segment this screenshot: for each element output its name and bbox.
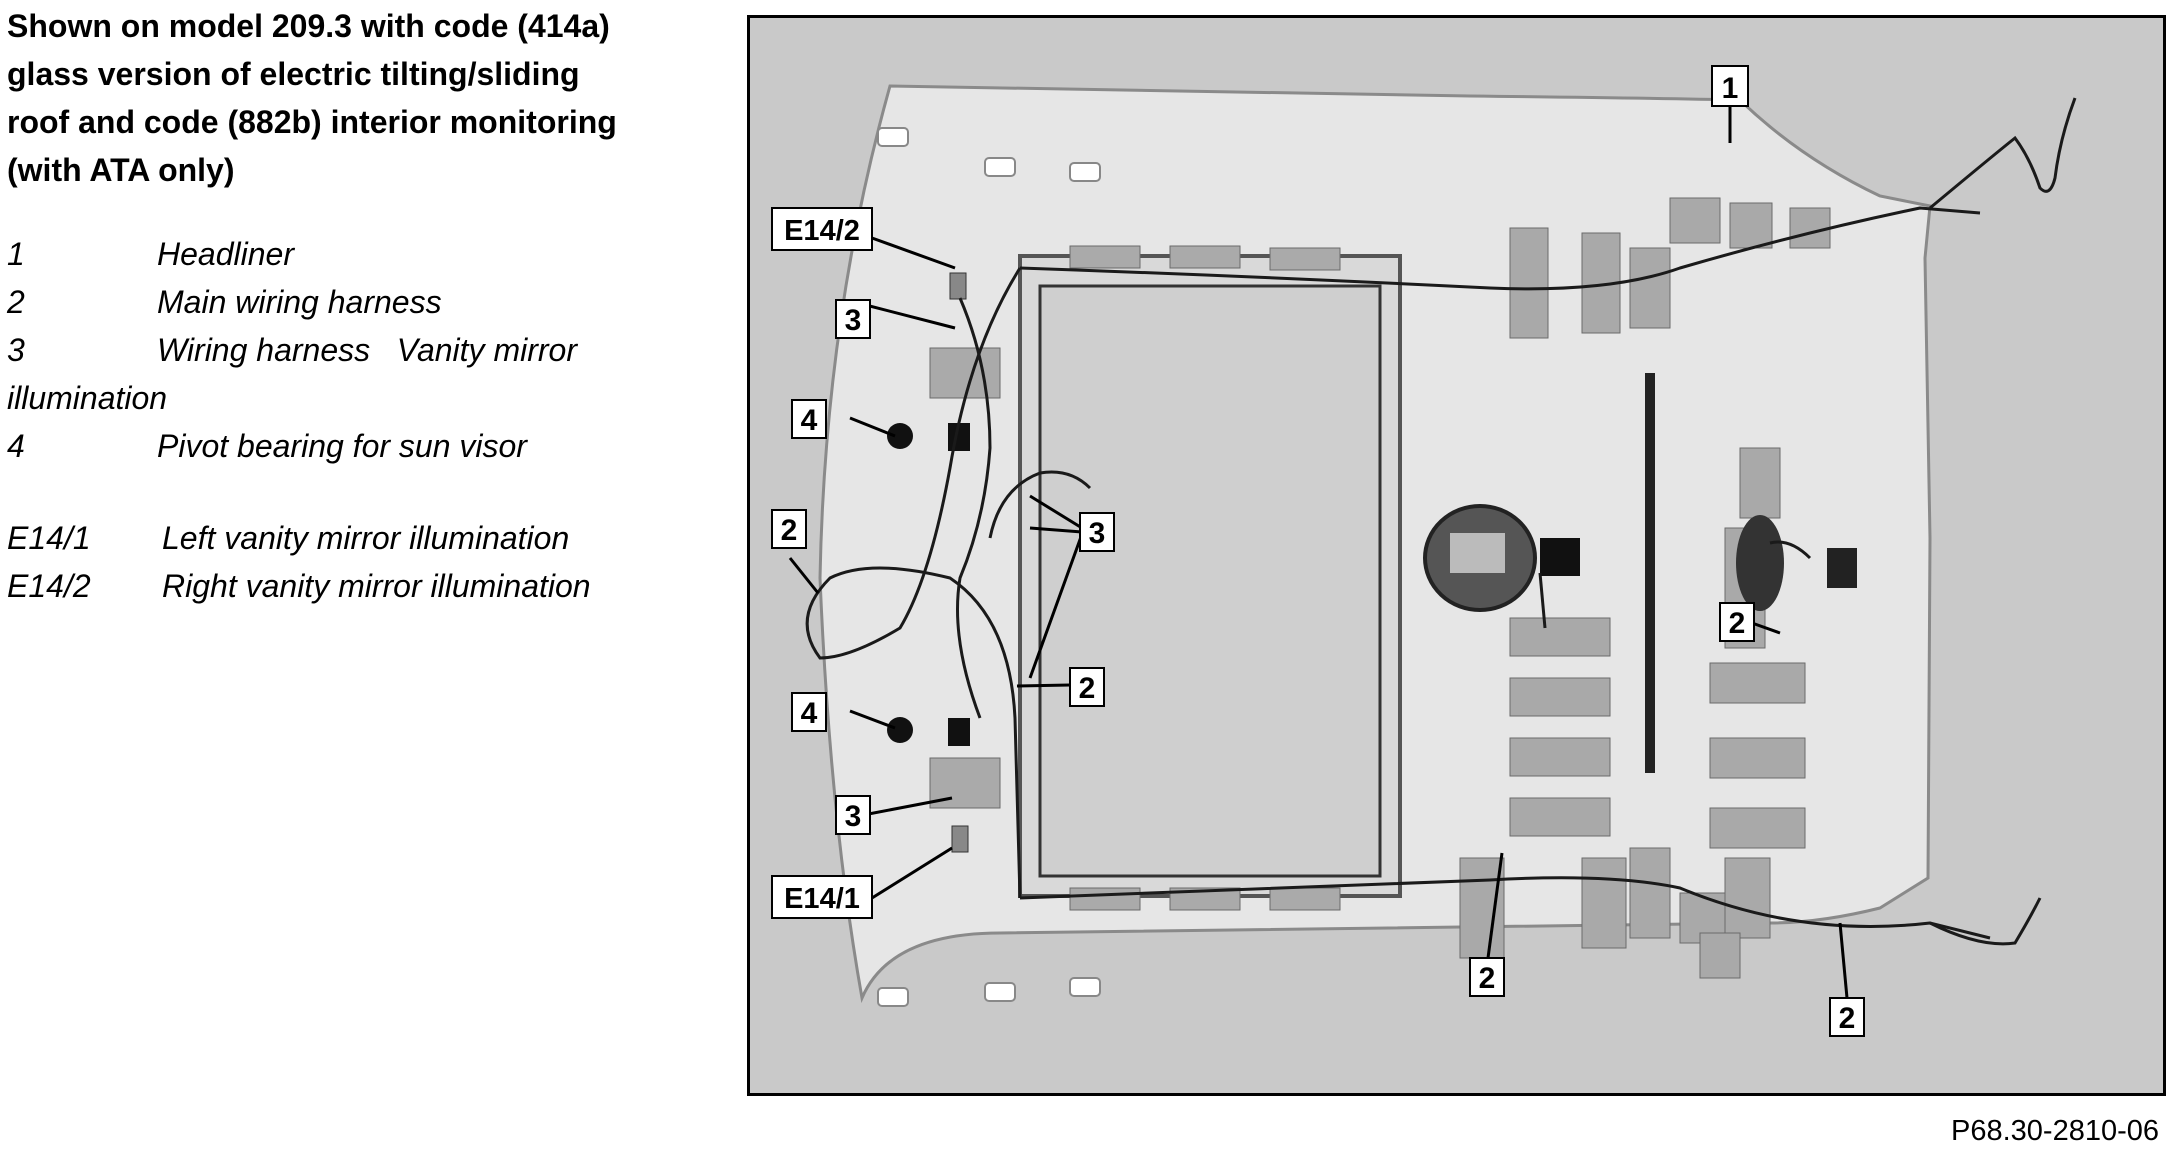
sunroof-opening xyxy=(1038,284,1382,878)
pivot-bearing-icon xyxy=(887,717,913,743)
callout-label: 2 xyxy=(1079,672,1096,705)
callout-2: 2 xyxy=(1829,997,1865,1037)
callout-2: 2 xyxy=(771,509,807,549)
heading-line: roof and code (882b) interior monitoring xyxy=(7,104,617,140)
legend-desc: Wiring harness Vanity mirror xyxy=(157,332,577,368)
callout-E14-1: E14/1 xyxy=(771,875,873,919)
callout-label: 4 xyxy=(801,697,818,730)
vanity-light-connector xyxy=(949,272,967,300)
callouts: 1 E14/2 3 4 2 3 xyxy=(771,65,1865,1037)
legend-item: E14/1 Left vanity mirror illumination xyxy=(7,514,707,562)
callout-label: 2 xyxy=(1729,607,1746,640)
callout-2: 2 xyxy=(1069,667,1105,707)
callout-label: 2 xyxy=(1839,1002,1856,1035)
callout-2: 2 xyxy=(1719,602,1755,642)
legend-desc: Pivot bearing for sun visor xyxy=(157,428,527,464)
legend-code: 1 xyxy=(7,236,25,272)
heading-line: Shown on model 209.3 with code (414a) xyxy=(7,8,610,44)
callout-4: 4 xyxy=(791,399,827,439)
legend-item: 3 Wiring harness Vanity mirror xyxy=(7,326,707,374)
heading-line: glass version of electric tilting/slidin… xyxy=(7,56,580,92)
callout-E14-2: E14/2 xyxy=(771,207,873,251)
vanity-light-connector xyxy=(951,825,969,853)
callout-label: 1 xyxy=(1722,72,1739,105)
headliner-figure: 1 E14/2 3 4 2 3 xyxy=(747,15,2166,1096)
heading: Shown on model 209.3 with code (414a) gl… xyxy=(7,2,697,194)
legend-code: 4 xyxy=(7,428,25,464)
callout-3: 3 xyxy=(1079,512,1115,552)
legend-item: 2 Main wiring harness xyxy=(7,278,707,326)
legend-code: 2 xyxy=(7,284,25,320)
legend-desc: Headliner xyxy=(157,236,294,272)
legend-code: 3 xyxy=(7,332,25,368)
legend: 1 Headliner 2 Main wiring harness 3 Wiri… xyxy=(7,230,707,610)
dome-light xyxy=(1736,515,1784,611)
legend-item: 4 Pivot bearing for sun visor xyxy=(7,422,707,470)
callout-3: 3 xyxy=(835,299,871,339)
callout-1: 1 xyxy=(1711,65,1749,107)
legend-desc: Left vanity mirror illumination xyxy=(162,520,570,556)
legend-desc: Main wiring harness xyxy=(157,284,442,320)
pivot-bearing-icon xyxy=(887,423,913,449)
callout-label: 2 xyxy=(781,514,798,547)
callout-4: 4 xyxy=(791,692,827,732)
legend-code: E14/1 xyxy=(7,520,91,556)
legend-item: 1 Headliner xyxy=(7,230,707,278)
legend-desc-continuation: illumination xyxy=(7,380,168,416)
legend-desc: Right vanity mirror illumination xyxy=(162,568,591,604)
legend-item: E14/2 Right vanity mirror illumination xyxy=(7,562,707,610)
callout-3: 3 xyxy=(835,795,871,835)
callout-2: 2 xyxy=(1469,957,1505,997)
legend-code: E14/2 xyxy=(7,568,91,604)
legend-item-continuation: illumination xyxy=(7,374,707,422)
headliner-illustration: 1 E14/2 3 4 2 3 xyxy=(771,65,2077,1037)
callout-label: 2 xyxy=(1479,962,1496,995)
heading-line: (with ATA only) xyxy=(7,152,235,188)
callout-label: 3 xyxy=(1089,517,1106,550)
figure-reference: P68.30-2810-06 xyxy=(1951,1115,2159,1147)
callout-label: E14/1 xyxy=(784,883,860,915)
callout-label: 3 xyxy=(845,304,862,337)
callout-label: 4 xyxy=(801,404,818,437)
callout-label: 3 xyxy=(845,800,862,833)
callout-label: E14/2 xyxy=(784,215,860,247)
